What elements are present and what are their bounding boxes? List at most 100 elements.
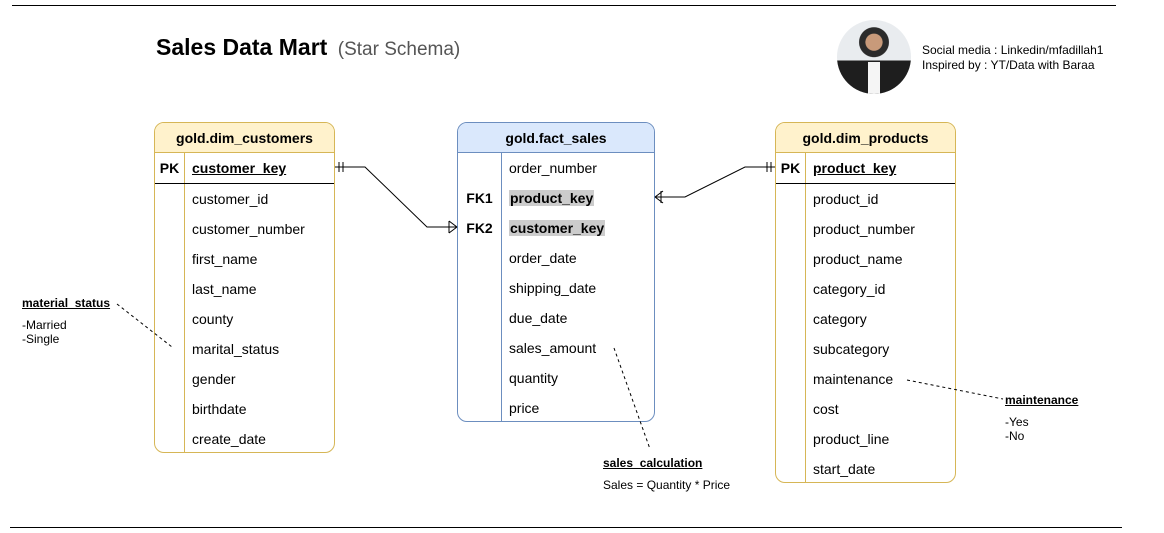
table-row: maintenance [776, 364, 955, 394]
top-rule [12, 5, 1116, 6]
field-name-text: price [509, 400, 540, 416]
note-title: material_status [22, 296, 111, 310]
field-name-text: marital_status [192, 341, 280, 357]
author-avatar [837, 20, 911, 94]
key-label: FK2 [466, 220, 493, 236]
field-name-text: product_key [813, 160, 897, 176]
field-name-text: customer_key [509, 220, 606, 236]
field-name: product_id [813, 184, 878, 214]
field-name-text: start_date [813, 461, 876, 477]
field-name: product_line [813, 424, 889, 454]
field-name: create_date [192, 424, 266, 452]
table-row: order_number [458, 153, 654, 183]
field-name-text: create_date [192, 431, 266, 447]
field-name-text: category_id [813, 281, 886, 297]
field-name-text: subcategory [813, 341, 890, 357]
field-name-text: product_id [813, 191, 879, 207]
note-sales-calculation: sales_calculation Sales = Quantity * Pri… [603, 456, 730, 492]
table-row: FK2 customer_key [458, 213, 654, 243]
table-row: create_date [155, 424, 334, 452]
table-row: last_name [155, 274, 334, 304]
note-line: -Yes [1005, 415, 1029, 429]
table-row: shipping_date [458, 273, 654, 303]
field-name: product_number [813, 214, 915, 244]
field-name-text: birthdate [192, 401, 247, 417]
title-text: Sales Data Mart [156, 34, 328, 60]
field-name: order_date [509, 243, 577, 273]
table-row: PK product_key [776, 153, 955, 184]
key-label: PK [159, 160, 180, 176]
table-row: county [155, 304, 334, 334]
field-name-text: customer_number [192, 221, 305, 237]
page-title: Sales Data Mart (Star Schema) [156, 34, 460, 61]
note-line: -Married [22, 318, 67, 332]
table-row: category [776, 304, 955, 334]
field-name-text: last_name [192, 281, 257, 297]
field-name: category_id [813, 274, 885, 304]
table-row: price [458, 393, 654, 421]
table-header: gold.dim_products [776, 123, 955, 153]
field-name-text: county [192, 311, 234, 327]
table-row: product_name [776, 244, 955, 274]
relation-product-key [654, 162, 775, 204]
note-maintenance: maintenance -Yes -No [1005, 393, 1078, 443]
field-name-text: first_name [192, 251, 258, 267]
field-name: maintenance [813, 364, 893, 394]
field-name: product_key [813, 153, 896, 183]
field-name: order_number [509, 153, 597, 183]
field-name-text: customer_id [192, 191, 269, 207]
table-row: subcategory [776, 334, 955, 364]
table-row: PK customer_key [155, 153, 334, 184]
table-row: product_line [776, 424, 955, 454]
field-name-text: customer_key [192, 160, 287, 176]
field-name: customer_key [509, 213, 606, 243]
note-line: Sales = Quantity * Price [603, 478, 731, 492]
field-name: start_date [813, 454, 876, 482]
field-name: product_name [813, 244, 903, 274]
bottom-rule [10, 527, 1122, 528]
credits: Social media : Linkedin/mfadillah1 Inspi… [922, 43, 1103, 73]
table-dim-products[interactable]: gold.dim_products PK product_key product_i… [775, 122, 956, 483]
field-name: due_date [509, 303, 567, 333]
key-label: PK [780, 160, 801, 176]
note-line: -Single [22, 332, 60, 346]
table-header: gold.dim_customers [155, 123, 334, 153]
table-row: birthdate [155, 394, 334, 424]
note-material-status: material_status -Married -Single [22, 296, 110, 346]
field-name: shipping_date [509, 273, 596, 303]
field-name: marital_status [192, 334, 279, 364]
field-name: gender [192, 364, 236, 394]
field-name-text: gender [192, 371, 236, 387]
field-name: product_key [509, 183, 595, 213]
credit-inspired: Inspired by : YT/Data with Baraa [922, 58, 1095, 72]
field-name: quantity [509, 363, 558, 393]
table-row: first_name [155, 244, 334, 274]
table-row: product_id [776, 184, 955, 214]
field-name: subcategory [813, 334, 889, 364]
field-name-text: category [813, 311, 867, 327]
table-row: gender [155, 364, 334, 394]
relation-customer-key [335, 162, 458, 234]
table-row: category_id [776, 274, 955, 304]
field-name-text: shipping_date [509, 280, 597, 296]
field-name: price [509, 393, 540, 421]
table-row: marital_status [155, 334, 334, 364]
table-row: customer_id [155, 184, 334, 214]
subtitle-text: (Star Schema) [337, 39, 461, 60]
table-header: gold.fact_sales [458, 123, 654, 153]
note-title: sales_calculation [603, 456, 703, 470]
credit-social: Social media : Linkedin/mfadillah1 [922, 43, 1104, 57]
field-name-text: product_name [813, 251, 903, 267]
field-name-text: order_number [509, 160, 597, 176]
field-name-text: quantity [509, 370, 559, 386]
field-name: county [192, 304, 233, 334]
field-name: last_name [192, 274, 257, 304]
table-row: cost [776, 394, 955, 424]
table-row: due_date [458, 303, 654, 333]
table-row: sales_amount [458, 333, 654, 363]
field-name-text: maintenance [813, 371, 894, 387]
